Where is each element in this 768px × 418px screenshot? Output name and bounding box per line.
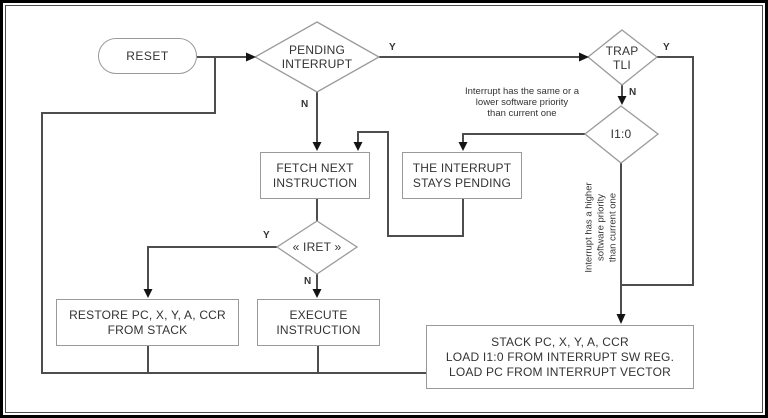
- connector-iret-yes: [147, 246, 277, 291]
- connector-feedback-loop: [41, 57, 426, 374]
- branch-iret-no: N: [304, 276, 312, 287]
- connector-pending-stays-to-fetch: [357, 131, 464, 237]
- arrowhead-into-stays-pending: [458, 142, 468, 151]
- node-i10-label: I1:0: [610, 127, 632, 141]
- node-fetch-next-instruction: FETCH NEXT INSTRUCTION: [260, 152, 370, 199]
- arrowhead-into-i10: [617, 96, 627, 105]
- node-iret-label: « IRET »: [292, 240, 342, 254]
- connector-i10-lower-priority: [462, 133, 585, 143]
- branch-pending-no: N: [301, 99, 309, 110]
- annotation-higher-priority: Interrupt has a higher software priority…: [583, 182, 619, 273]
- connector-trap-yes: [621, 56, 694, 286]
- branch-iret-yes: Y: [263, 230, 270, 241]
- node-pending-interrupt-label: PENDING INTERRUPT: [281, 43, 353, 71]
- node-trap-tli-label: TRAP TLI: [605, 44, 639, 72]
- decision-i10-shape: [583, 105, 660, 164]
- branch-trap-no: N: [629, 87, 637, 98]
- arrowhead-into-execute: [312, 289, 322, 298]
- node-reset-label: RESET: [126, 49, 169, 63]
- decision-iret-shape: [275, 220, 359, 275]
- node-stack-and-load: STACK PC, X, Y, A, CCR LOAD I1:0 FROM IN…: [426, 325, 694, 389]
- figure-inner-border: [5, 5, 763, 413]
- annotation-same-or-lower-priority: Interrupt has the same or a lower softwa…: [464, 86, 580, 119]
- node-execute-instruction: EXECUTE INSTRUCTION: [257, 299, 380, 346]
- arrowhead-into-fetch-loop: [353, 142, 363, 151]
- decision-trap-tli-shape: [586, 29, 659, 86]
- branch-pending-yes: Y: [389, 42, 396, 53]
- node-reset: RESET: [98, 38, 197, 74]
- arrowhead-into-pending: [246, 52, 256, 62]
- arrowhead-into-stack: [616, 314, 626, 324]
- decision-pending-interrupt-shape: [253, 21, 381, 93]
- arrowhead-into-trap: [579, 52, 589, 62]
- node-interrupt-stays-pending: THE INTERRUPT STAYS PENDING: [402, 152, 522, 199]
- node-restore-from-stack: RESTORE PC, X, Y, A, CCR FROM STACK: [56, 299, 239, 346]
- arrowhead-into-fetch-n: [312, 142, 322, 151]
- arrowhead-into-restore: [143, 289, 153, 298]
- branch-trap-yes: Y: [663, 42, 670, 53]
